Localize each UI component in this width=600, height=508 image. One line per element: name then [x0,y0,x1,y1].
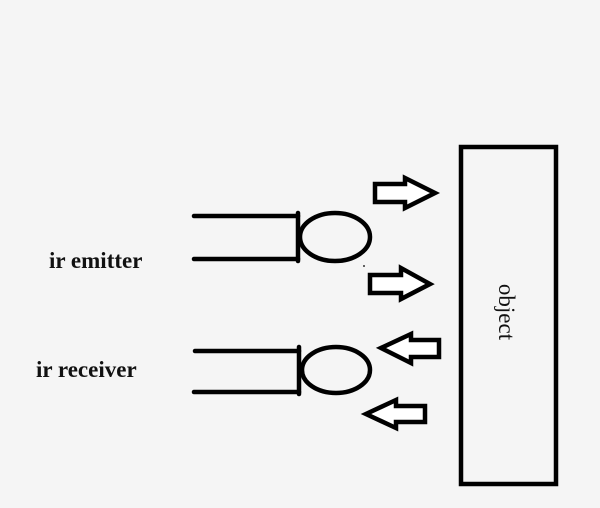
arrow-left-icon [360,396,428,432]
stray-dot [363,265,365,267]
arrow-right-icon [367,264,435,303]
receiver-lens-icon [299,344,373,396]
ir-receiver: ir receiver [36,344,373,397]
arrow-right-icon [372,174,441,212]
ir-emitter: ir emitter [49,210,373,273]
emitter-lens-icon [297,210,373,264]
object: object [458,144,559,487]
arrows [360,174,442,432]
object-label: object [494,284,519,341]
object-box [458,144,559,487]
ir-emitter-label: ir emitter [49,248,142,273]
arrow-left-icon [375,330,442,367]
ir-receiver-label: ir receiver [36,357,137,382]
